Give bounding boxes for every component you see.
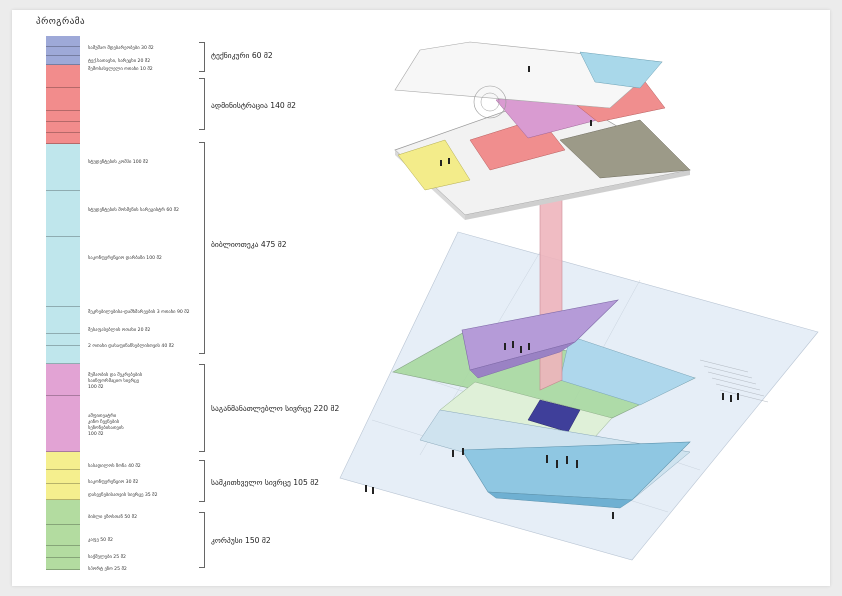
roof-plate — [394, 41, 663, 119]
bar-segment-reading — [46, 452, 80, 470]
program-item-label: ბიბლი ეზოსთან 50 მ2 — [88, 515, 138, 520]
group-bracket — [199, 460, 205, 502]
bar-segment-library — [46, 346, 80, 364]
program-item-label: სამუშაო მდებარეობები 30 მ2 — [88, 46, 154, 51]
bar-segment-technical — [46, 47, 80, 56]
group-bracket — [199, 142, 205, 354]
group-bracket — [199, 78, 205, 130]
upper-plate — [394, 74, 691, 220]
program-item-label: სტუდენტების კომპი 100 მ2 — [88, 160, 149, 165]
blue-stair — [461, 441, 691, 509]
bar-segment-reading — [46, 484, 80, 500]
bar-segment-yard — [46, 525, 80, 546]
group-label: კორპუსი 150 მ2 — [211, 536, 271, 545]
group-label: ადმინისტრაცია 140 მ2 — [211, 101, 296, 110]
bar-segment-library — [46, 307, 80, 334]
program-item-label: შემოსასვლელი ოთახი 10 მ2 — [88, 67, 153, 72]
purple-stair — [461, 299, 619, 379]
bar-segment-education — [46, 396, 80, 452]
hatch-strip — [699, 359, 769, 403]
program-item-label: სასადილოს ზონა 40 მ2 — [88, 464, 141, 469]
bar-segment-administration — [46, 88, 80, 111]
program-item-label: სპორტ ეზო 25 მ2 — [88, 567, 127, 572]
program-item-label: დასვენებისათვის სივრცე 35 მ2 — [88, 493, 158, 498]
program-item-label: სტუდენტების მოსმენის სარეგისტრ 60 მ2 — [88, 208, 179, 213]
bar-segment-technical — [46, 36, 80, 47]
bar-segment-library — [46, 237, 80, 307]
program-item-label: ტექ.სათავსი, სარეცხი 20 მ2 — [88, 59, 151, 64]
program-item-label: კაფე 50 მ2 — [88, 538, 113, 543]
program-item-label: მუშაობის და შეკრებების საინფორმაციო სივრ… — [88, 373, 143, 390]
program-item-label: საკონფერენციო 30 მ2 — [88, 480, 139, 485]
program-item-label: 2 ოთახი დასაფინანსებლისთვის 40 მ2 — [88, 344, 175, 349]
program-title: პროგრამა — [36, 17, 86, 27]
group-label: ბიბლიოთეკა 475 მ2 — [211, 240, 287, 249]
program-item-label: შეკრებილებისა-დამხმარეების 3 ოთახი 90 მ2 — [88, 310, 190, 315]
bar-segment-library — [46, 334, 80, 346]
bar-segment-yard — [46, 500, 80, 525]
bar-segment-yard — [46, 546, 80, 558]
bar-segment-technical — [46, 56, 80, 65]
program-item-label: საკონფერენციო დარბაზი 100 მ2 — [88, 256, 162, 261]
bar-segment-administration — [46, 65, 80, 88]
group-label: სამკითხველო სივრცე 105 მ2 — [211, 478, 320, 487]
people-figures — [365, 66, 739, 519]
program-item-label: ამფითეატრი კინო ჩვენების სეზონებისათვის … — [88, 414, 124, 437]
bar-segment-library — [46, 144, 80, 191]
group-label: საგანმანათლებლო სივრცე 220 მ2 — [211, 404, 340, 413]
program-item-label: შესაფასებლის ოთახი 20 მ2 — [88, 328, 151, 333]
bar-segment-administration — [46, 133, 80, 144]
bar-segment-administration — [46, 122, 80, 133]
bar-segment-reading — [46, 470, 80, 484]
group-bracket — [199, 364, 205, 452]
bar-segment-administration — [46, 111, 80, 122]
vertical-core — [539, 173, 563, 391]
group-bracket — [199, 42, 205, 72]
program-item-label: საჭმელები 25 მ2 — [88, 555, 126, 560]
bar-segment-library — [46, 191, 80, 237]
bar-segment-yard — [46, 558, 80, 570]
bar-segment-education — [46, 364, 80, 396]
group-bracket — [199, 512, 205, 568]
group-label: ტექნიკური 60 მ2 — [211, 51, 273, 60]
program-bar — [46, 36, 80, 570]
